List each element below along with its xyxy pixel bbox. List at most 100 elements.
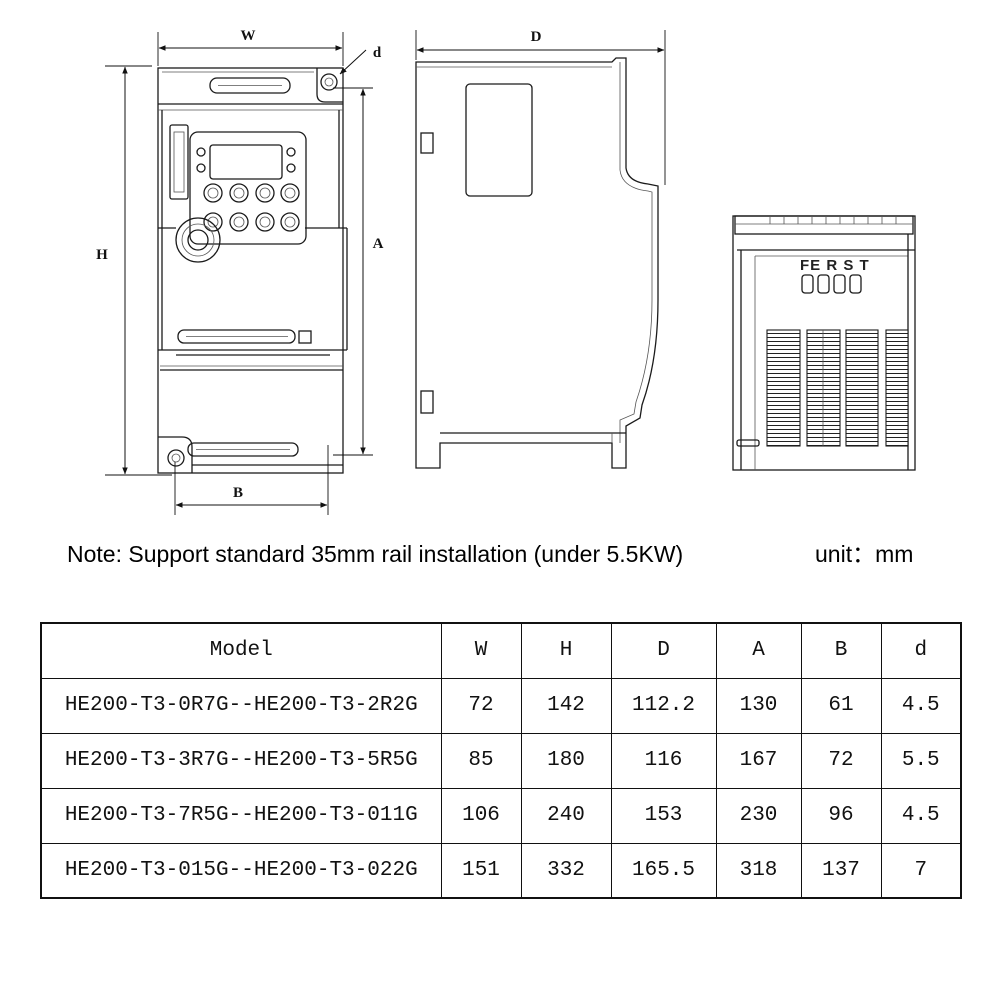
cell-depth: 112.2 xyxy=(610,677,717,734)
header-h: H xyxy=(520,622,612,679)
cell-h: 332 xyxy=(520,842,612,899)
cell-b: 96 xyxy=(800,787,882,844)
side-view xyxy=(415,57,659,469)
power-terminal xyxy=(817,274,830,294)
cell-d-hole: 4.5 xyxy=(880,787,962,844)
side-label-window xyxy=(465,83,533,197)
dimension-d-hole-label: d xyxy=(373,45,382,61)
dimension-b-label: B xyxy=(233,485,243,501)
side-vent-lower xyxy=(420,390,434,414)
header-w: W xyxy=(440,622,522,679)
header-depth: D xyxy=(610,622,717,679)
power-terminal xyxy=(849,274,862,294)
front-body-outline xyxy=(157,67,344,474)
cell-model: HE200-T3-0R7G--HE200-T3-2R2G xyxy=(40,677,442,734)
header-d-hole: d xyxy=(880,622,962,679)
keypad-panel xyxy=(169,124,307,263)
cell-b: 61 xyxy=(800,677,882,734)
keypad-frame xyxy=(189,131,307,245)
cell-model: HE200-T3-3R7G--HE200-T3-5R5G xyxy=(40,732,442,789)
cell-h: 142 xyxy=(520,677,612,734)
cell-model: HE200-T3-015G--HE200-T3-022G xyxy=(40,842,442,899)
cell-a: 230 xyxy=(715,787,802,844)
upper-housing xyxy=(158,109,348,356)
table-row: HE200-T3-7R5G--HE200-T3-011G 106 240 153… xyxy=(40,787,962,844)
bottom-view: FE R S T xyxy=(732,215,916,471)
cell-w: 151 xyxy=(440,842,522,899)
table-row: HE200-T3-015G--HE200-T3-022G 151 332 165… xyxy=(40,842,962,899)
keypad-button xyxy=(229,183,249,203)
vent-grille-column xyxy=(845,329,879,447)
power-terminal xyxy=(833,274,846,294)
cell-model: HE200-T3-7R5G--HE200-T3-011G xyxy=(40,787,442,844)
indicator-led xyxy=(196,147,206,157)
table-row: HE200-T3-3R7G--HE200-T3-5R5G 85 180 116 … xyxy=(40,732,962,789)
front-view xyxy=(157,67,348,474)
side-dimensions: D xyxy=(415,29,666,185)
vent-grille-column xyxy=(885,329,909,447)
indicator-led xyxy=(286,147,296,157)
top-mount-notch xyxy=(316,68,343,103)
keypad-button xyxy=(203,183,223,203)
cell-b: 72 xyxy=(800,732,882,789)
cell-w: 85 xyxy=(440,732,522,789)
cell-depth: 116 xyxy=(610,732,717,789)
cell-a: 167 xyxy=(715,732,802,789)
keypad-button xyxy=(229,212,249,232)
bottom-mount-notch xyxy=(158,436,193,473)
unit-label: unit：mm xyxy=(815,541,914,567)
vent-grille-column xyxy=(806,329,841,447)
cell-depth: 153 xyxy=(610,787,717,844)
indicator-led xyxy=(286,163,296,173)
top-vent-slot xyxy=(209,77,291,94)
dimension-table: Model W H D A B d HE200-T3-0R7G--HE200-T… xyxy=(40,622,962,899)
lower-housing xyxy=(158,365,343,473)
left-status-strip xyxy=(169,124,189,200)
keypad-button xyxy=(203,212,223,232)
cell-a: 130 xyxy=(715,677,802,734)
top-mount-hole xyxy=(320,73,338,91)
cell-d-hole: 7 xyxy=(880,842,962,899)
cell-w: 106 xyxy=(440,787,522,844)
table-row: HE200-T3-0R7G--HE200-T3-2R2G 72 142 112.… xyxy=(40,677,962,734)
keypad-button xyxy=(255,183,275,203)
led-display xyxy=(209,144,283,180)
cell-a: 318 xyxy=(715,842,802,899)
dimension-w-label: W xyxy=(241,28,256,44)
header-b: B xyxy=(800,622,882,679)
dimension-d-hole-line xyxy=(339,49,367,75)
installation-note: Note: Support standard 35mm rail install… xyxy=(67,541,684,567)
keypad-button xyxy=(280,212,300,232)
header-a: A xyxy=(715,622,802,679)
technical-drawing: W d H A B xyxy=(96,28,916,515)
bottom-mount-hole xyxy=(167,449,185,467)
indicator-led xyxy=(196,163,206,173)
table-header-row: Model W H D A B d xyxy=(40,622,962,679)
vent-grille-column xyxy=(766,329,801,447)
top-terminal-strip xyxy=(734,215,914,235)
front-dimensions: W d H A B xyxy=(96,28,384,515)
cell-w: 72 xyxy=(440,677,522,734)
cell-h: 240 xyxy=(520,787,612,844)
cover-slot xyxy=(177,329,296,344)
top-cover xyxy=(158,68,343,105)
keypad-button xyxy=(255,212,275,232)
side-vent-upper xyxy=(420,132,434,154)
dimension-depth-label: D xyxy=(531,29,542,45)
cable-slot xyxy=(736,439,760,447)
cell-depth: 165.5 xyxy=(610,842,717,899)
keypad-button xyxy=(280,183,300,203)
dimension-a-label: A xyxy=(373,236,384,252)
side-body-outline xyxy=(415,57,659,469)
cell-d-hole: 5.5 xyxy=(880,732,962,789)
cell-b: 137 xyxy=(800,842,882,899)
cell-h: 180 xyxy=(520,732,612,789)
cover-latch xyxy=(298,330,312,344)
cell-d-hole: 4.5 xyxy=(880,677,962,734)
header-model: Model xyxy=(40,622,442,679)
dimension-h-label: H xyxy=(96,247,108,263)
power-terminal xyxy=(801,274,814,294)
speed-knob xyxy=(175,217,221,263)
bottom-vent-slot xyxy=(187,442,299,457)
